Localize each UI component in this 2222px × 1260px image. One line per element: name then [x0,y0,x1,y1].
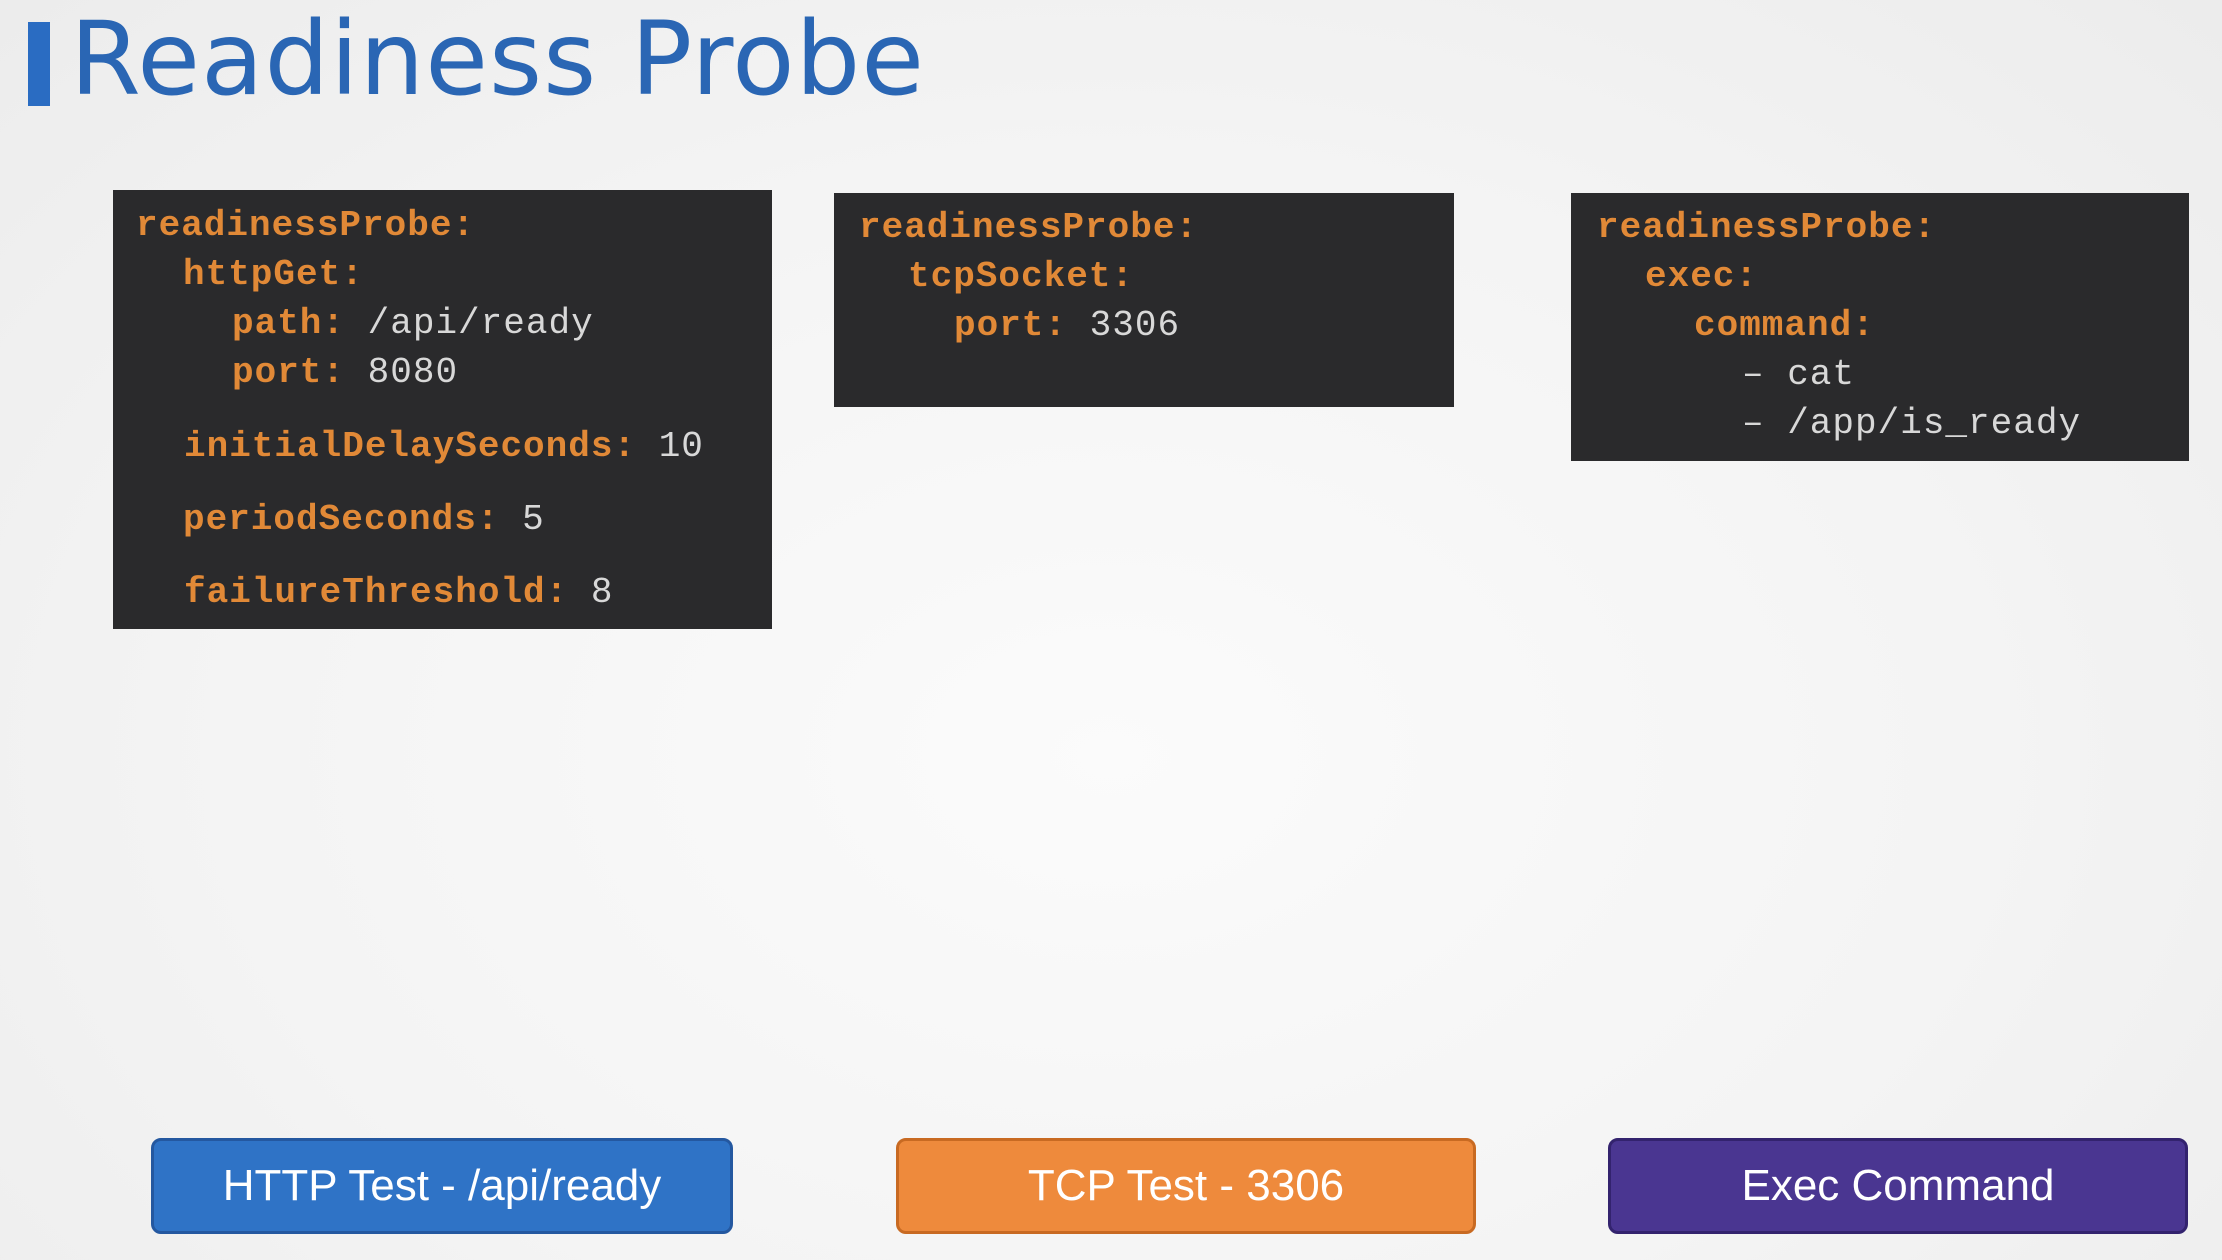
code-line: exec: [1645,256,1759,297]
code-line: httpGet: [183,254,364,295]
code-line: readinessProbe: [859,207,1199,248]
code-line: – cat [1742,354,1856,395]
code-line: readinessProbe: [1597,207,1937,248]
code-line: command: [1694,305,1875,346]
code-line: tcpSocket: [908,256,1135,297]
http-test-button[interactable]: HTTP Test - /api/ready [151,1138,733,1234]
exec-command-button[interactable]: Exec Command [1608,1138,2188,1234]
code-line: path: /api/ready [232,303,594,344]
code-line: port: 3306 [954,305,1181,346]
code-line: readinessProbe: [136,205,476,246]
http-probe-code-panel: readinessProbe: httpGet: path: /api/read… [113,190,772,629]
code-line: port: 8080 [232,352,459,393]
code-line: – /app/is_ready [1742,403,2082,444]
exec-probe-code-panel: readinessProbe: exec: command: – cat – /… [1571,193,2189,461]
title-accent-bar [28,22,50,106]
code-line: failureThreshold: 8 [184,572,614,613]
code-line: periodSeconds: 5 [183,499,545,540]
code-line: initialDelaySeconds: 10 [184,426,704,467]
tcp-test-button[interactable]: TCP Test - 3306 [896,1138,1476,1234]
tcp-probe-code-panel: readinessProbe: tcpSocket: port: 3306 [834,193,1454,407]
page-title: Readiness Probe [70,0,926,119]
